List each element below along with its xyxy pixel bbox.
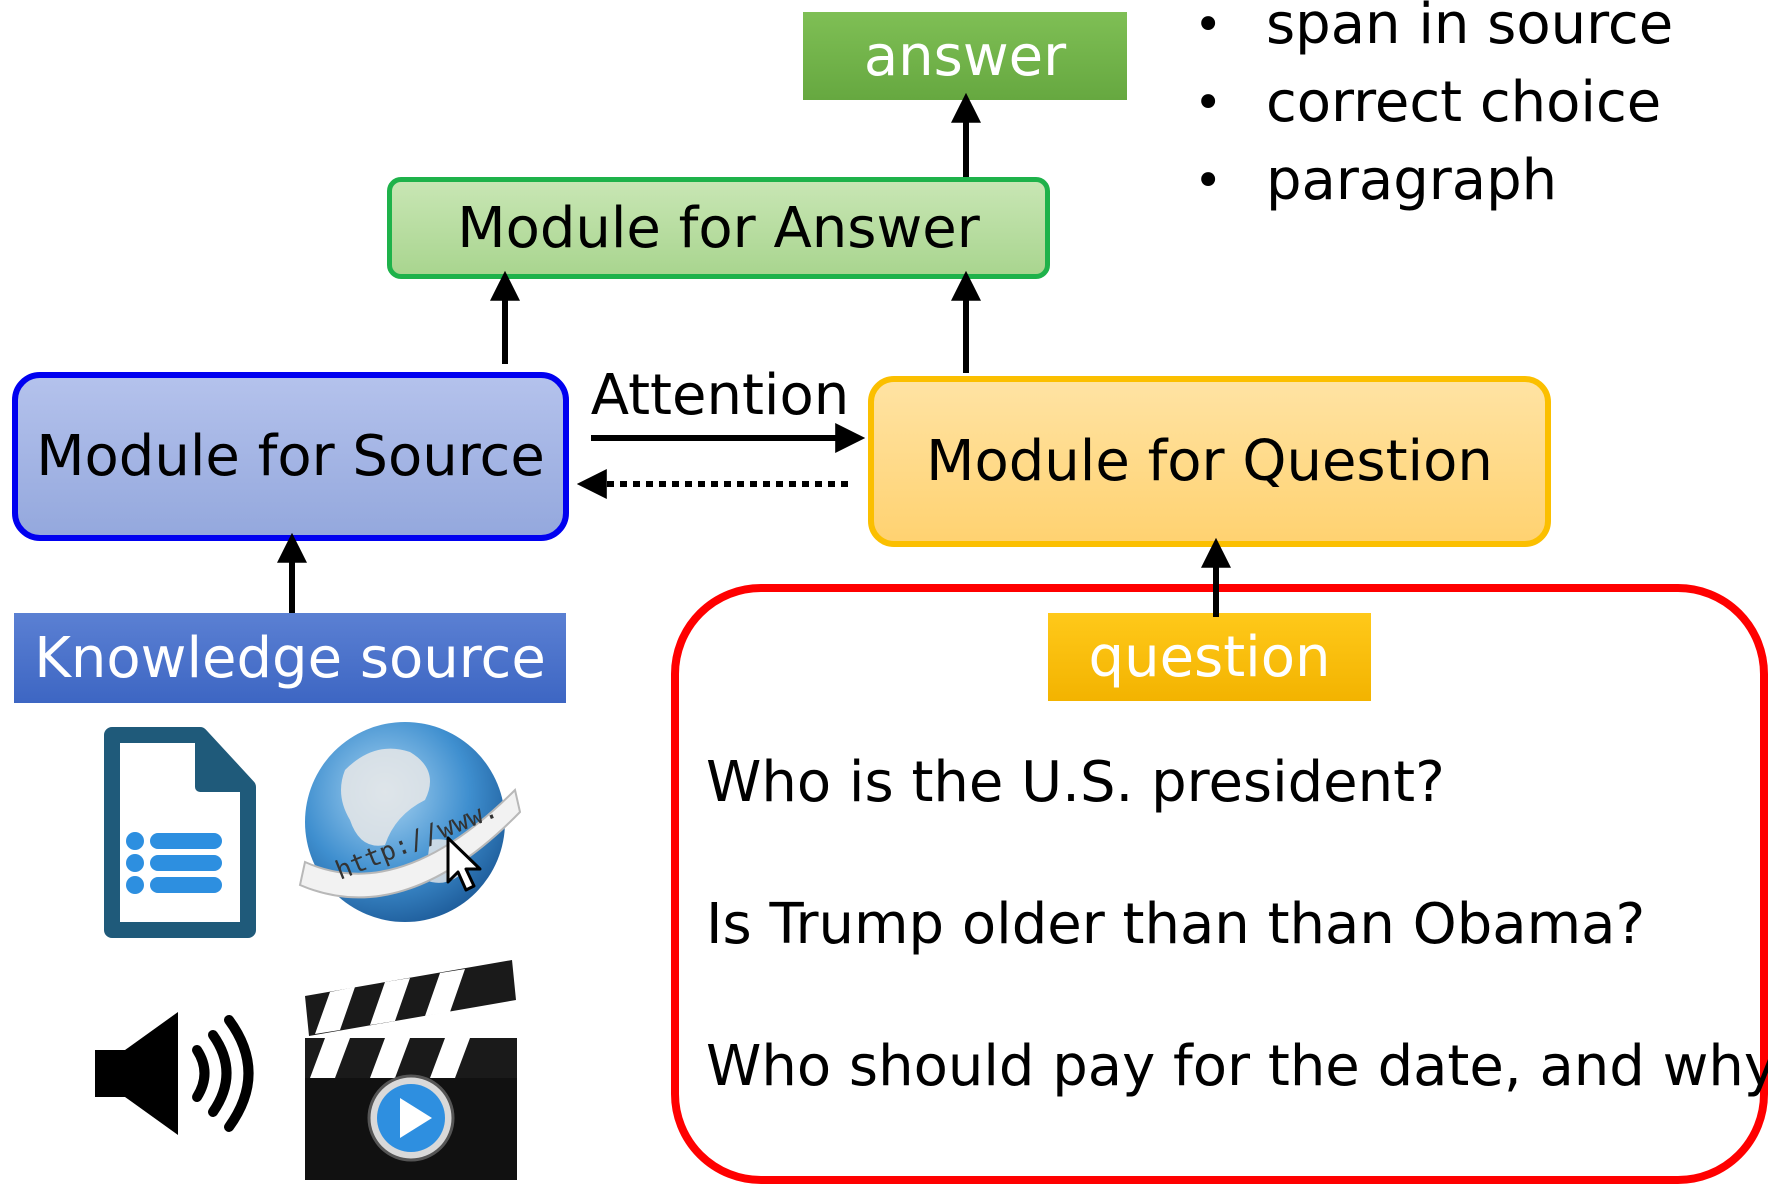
answer-box: answer xyxy=(803,12,1127,100)
answer-type-list: • span in source • correct choice • para… xyxy=(1180,0,1768,220)
module-for-answer: Module for Answer xyxy=(387,177,1050,279)
bullet-icon: • xyxy=(1194,75,1223,131)
question-input-box: question xyxy=(1048,613,1371,701)
audio-speaker-icon xyxy=(95,1012,254,1135)
example-question-2: Is Trump older than than Obama? xyxy=(706,892,1646,957)
answer-type-item: • span in source xyxy=(1180,0,1768,64)
answer-type-label: paragraph xyxy=(1266,148,1558,213)
answer-type-label: correct choice xyxy=(1266,70,1662,135)
bullet-icon: • xyxy=(1194,0,1223,53)
knowledge-source-box: Knowledge source xyxy=(14,613,566,703)
bullet-icon: • xyxy=(1194,153,1223,209)
attention-label: Attention xyxy=(590,362,850,428)
answer-type-item: • paragraph xyxy=(1180,142,1768,220)
web-globe-icon: http://www. xyxy=(298,722,522,922)
example-question-1: Who is the U.S. president? xyxy=(706,750,1445,815)
answer-type-item: • correct choice xyxy=(1180,64,1768,142)
module-for-source: Module for Source xyxy=(12,372,569,541)
document-icon xyxy=(104,727,256,938)
module-for-question: Module for Question xyxy=(868,376,1551,547)
example-question-3: Who should pay for the date, and why? xyxy=(706,1034,1768,1099)
answer-type-label: span in source xyxy=(1266,0,1674,57)
video-clapperboard-icon xyxy=(305,960,517,1180)
